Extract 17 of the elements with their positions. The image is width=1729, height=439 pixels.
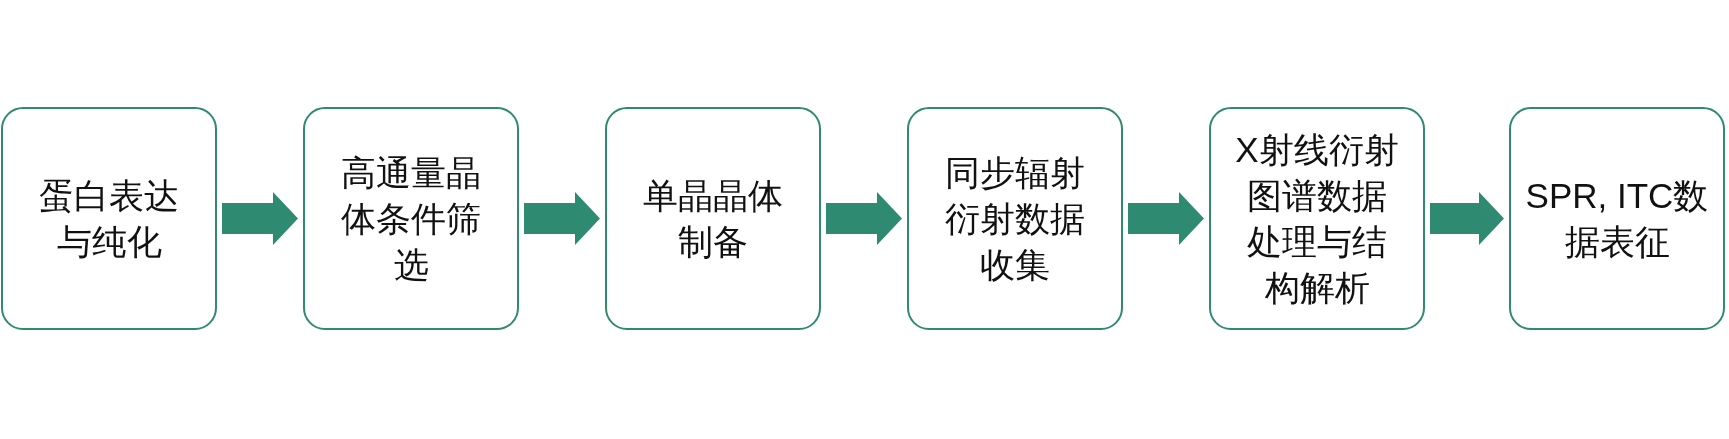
arrow (1128, 192, 1204, 245)
step-text: X射线衍射图谱数据处理与结构解析 (1234, 128, 1400, 309)
arrow (1430, 192, 1504, 245)
step-text: 单晶晶体制备 (642, 174, 784, 263)
process-box (605, 107, 821, 330)
step-text: SPR, ITC数据表征 (1524, 174, 1710, 263)
process-box (1209, 107, 1425, 330)
arrow (524, 192, 600, 245)
arrow (826, 192, 902, 245)
process-box (303, 107, 519, 330)
step-text: 蛋白表达与纯化 (38, 174, 180, 263)
process-box (1, 107, 217, 330)
step-text: 同步辐射衍射数据收集 (944, 151, 1086, 286)
arrow (222, 192, 298, 245)
process-box (907, 107, 1123, 330)
process-box (1509, 107, 1725, 330)
step-text: 高通量晶体条件筛选 (340, 151, 482, 286)
